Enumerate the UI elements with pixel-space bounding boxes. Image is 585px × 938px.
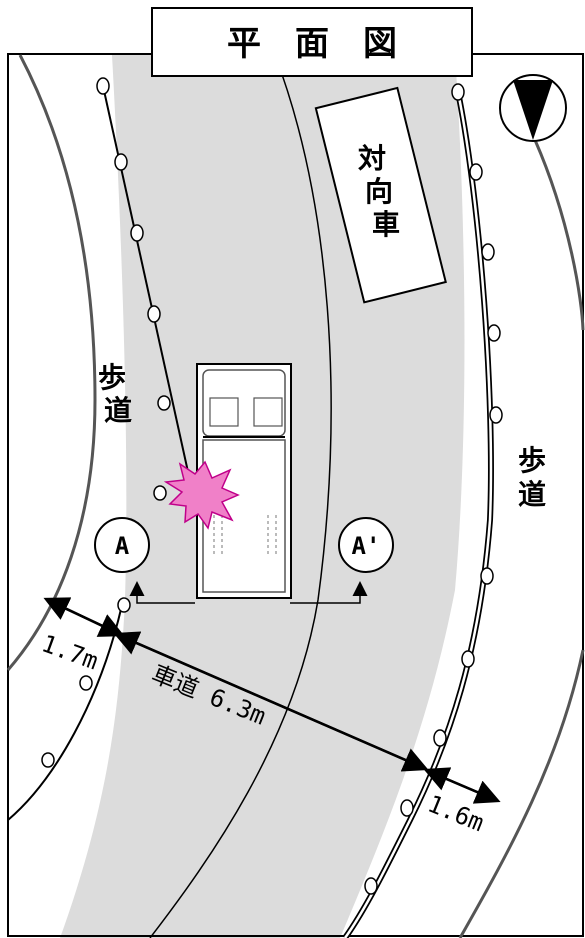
pole-marker	[489, 406, 503, 424]
pole-marker	[147, 305, 161, 323]
oncoming-vehicle-label-2: 向	[365, 175, 393, 208]
pole-marker	[41, 752, 55, 768]
pole-marker	[117, 597, 131, 613]
collision-burst-icon	[163, 460, 240, 530]
pole-marker	[130, 224, 144, 242]
right-sidewalk-edge-lower	[458, 649, 585, 938]
right-curb-line-inner	[343, 91, 493, 938]
pole-marker	[157, 395, 171, 411]
center-line	[149, 54, 332, 938]
pole-marker	[79, 675, 93, 691]
section-cut-line-right	[290, 581, 368, 604]
section-label-a-prime: A'	[352, 532, 381, 560]
pole-marker	[451, 83, 465, 101]
pole-marker	[364, 877, 378, 895]
pole-marker	[433, 729, 447, 747]
page-title: 平 面 図	[227, 24, 397, 64]
dim-line-road-b	[113, 631, 411, 764]
section-cut-line-left	[129, 581, 195, 604]
oncoming-vehicle-label-3: 車	[372, 208, 400, 241]
left-curb-line	[7, 604, 123, 821]
dim-label-right: 1.6m	[424, 790, 488, 838]
north-arrow-icon	[499, 74, 567, 142]
dim-label-left: 1.7m	[38, 629, 102, 675]
section-label-a: A	[115, 532, 130, 560]
dim-line-right-b	[423, 767, 485, 797]
section-marker-a-prime	[338, 517, 394, 573]
title-box	[151, 7, 473, 77]
right-sidewalk-edge	[533, 139, 585, 331]
left-sidewalk-edge	[6, 54, 97, 671]
pole-markers	[41, 77, 503, 895]
oncoming-vehicle	[314, 86, 447, 304]
sidewalk-left-label-1: 歩	[98, 361, 126, 394]
pole-marker	[114, 153, 128, 171]
dim-line-left-b	[59, 604, 125, 637]
oncoming-vehicle-label-1: 対	[358, 142, 386, 175]
pole-marker	[487, 324, 501, 342]
guard-line-left	[102, 85, 193, 491]
pole-marker	[153, 485, 167, 501]
pole-marker	[461, 650, 475, 668]
pole-marker	[469, 163, 483, 181]
sidewalk-right-label-2: 道	[518, 478, 546, 511]
pole-marker	[480, 567, 494, 585]
pole-marker	[400, 799, 414, 817]
sidewalk-left-label-2: 道	[104, 394, 132, 427]
sidewalk-right-label-1: 歩	[518, 444, 546, 477]
pole-marker	[96, 77, 110, 95]
pole-marker	[481, 243, 495, 261]
section-marker-a	[94, 517, 150, 573]
